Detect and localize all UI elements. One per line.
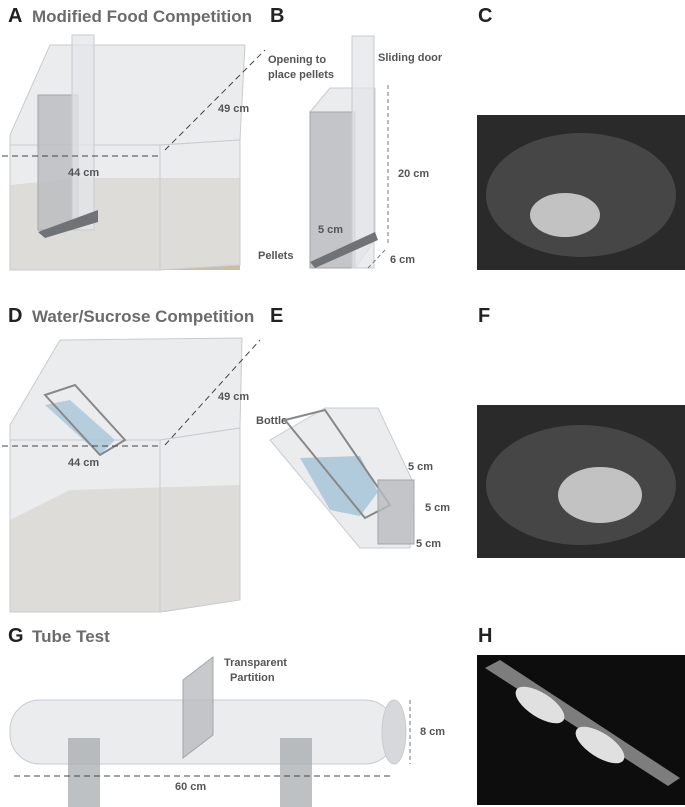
cage-side: [159, 139, 241, 271]
pellets-label: Pellets: [258, 250, 293, 262]
photo-mouse-1: [515, 686, 565, 724]
bottle-cap-box: [377, 479, 415, 545]
cage-width-label: 44 cm: [68, 167, 99, 179]
panel-a: A Modified Food Competition 49 cm 44 cm: [2, 5, 266, 271]
panel-g: G Tube Test Transparent Partition 8 cm 6…: [8, 625, 445, 807]
panel-g-letter: G: [8, 625, 24, 647]
panel-f-letter: F: [478, 305, 490, 327]
panel-h-letter: H: [478, 625, 492, 647]
diameter-label: 8 cm: [420, 726, 445, 738]
panel-g-title: Tube Test: [32, 627, 110, 646]
panel-d-title: Water/Sucrose Competition: [32, 307, 254, 326]
tube-end: [381, 699, 407, 765]
bottle-label: Bottle: [256, 415, 287, 427]
dimension-label-3: 5 cm: [416, 538, 441, 550]
tube-stand-left: [68, 738, 100, 807]
sliding-door: [351, 35, 375, 269]
tube-stand-right: [280, 738, 312, 807]
dimension-label-2: 5 cm: [425, 502, 450, 514]
panel-a-title: Modified Food Competition: [32, 7, 252, 26]
cage-depth-label: 49 cm: [218, 391, 249, 403]
partition-label-line2: Partition: [230, 672, 275, 684]
partition-label-line1: Transparent: [224, 657, 287, 669]
length-label: 60 cm: [175, 781, 206, 793]
opening-label-line2: place pellets: [268, 69, 334, 81]
cage-side: [159, 427, 241, 613]
panel-f: F: [477, 305, 685, 558]
depth-guide: [164, 339, 261, 446]
depth-label: 6 cm: [390, 254, 415, 266]
photo-cage-shape: [486, 133, 676, 257]
photo-mice: [558, 467, 642, 523]
feeder-door: [71, 34, 95, 231]
inner-width-label: 5 cm: [318, 224, 343, 236]
cage-depth-label: 49 cm: [218, 103, 249, 115]
panel-d: D Water/Sucrose Competition 49 cm 44 cm: [2, 305, 261, 613]
panel-b: B Opening to place pellets Sliding door …: [258, 5, 443, 269]
photo-mice: [530, 193, 600, 237]
feeder-box-front: [309, 111, 356, 269]
panel-e: E Bottle 5 cm 5 cm 5 cm: [256, 305, 450, 550]
sliding-door-label: Sliding door: [378, 52, 443, 64]
photo-mouse-2: [575, 726, 625, 764]
panel-d-letter: D: [8, 305, 22, 327]
feeder-floor: [38, 210, 98, 238]
panel-b-letter: B: [270, 5, 284, 27]
panel-a-letter: A: [8, 5, 22, 27]
panel-h: H: [477, 625, 685, 805]
water-bottle: [43, 383, 127, 457]
cage-width-label: 44 cm: [68, 457, 99, 469]
panel-e-letter: E: [270, 305, 283, 327]
transparent-partition: [182, 655, 214, 760]
height-label: 20 cm: [398, 168, 429, 180]
pellet-tray: [310, 232, 378, 268]
panel-c: C: [477, 5, 685, 270]
dimension-label-1: 5 cm: [408, 461, 433, 473]
depth-guide: [164, 49, 266, 151]
cage-top: [9, 337, 243, 441]
panel-c-letter: C: [478, 5, 492, 27]
opening-label-line1: Opening to: [268, 54, 326, 66]
